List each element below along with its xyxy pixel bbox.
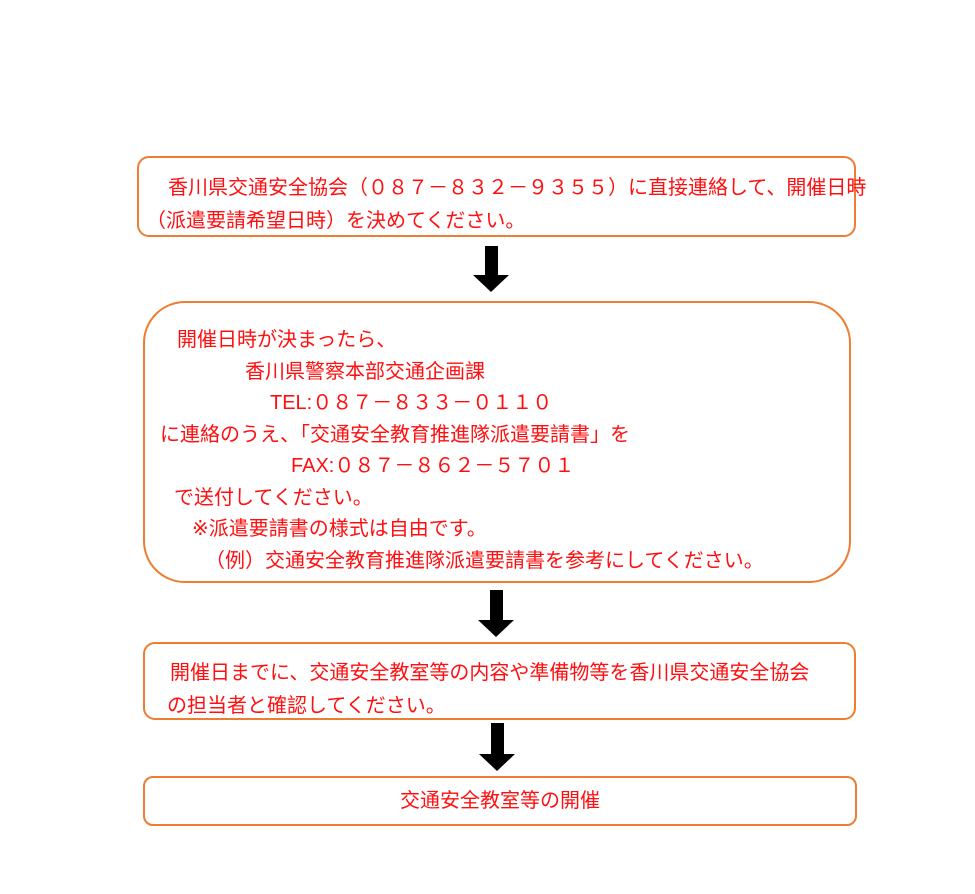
step-2-note-line: ※派遣要請書の様式は自由です。 xyxy=(192,518,487,540)
arrow-head xyxy=(473,275,509,292)
step-2-fax-line: FAX:０８７－８６２－５７０１ xyxy=(291,455,575,477)
down-arrow-icon xyxy=(479,723,515,771)
step-2-text-line: で送付してください。 xyxy=(174,486,373,509)
step-1-text-line: （派遣要請希望日時）を決めてください。 xyxy=(146,210,526,232)
step-2-example-line: （例）交通安全教育推進隊派遣要請書を参考にしてください。 xyxy=(205,549,764,572)
flow-step-4-box: 交通安全教室等の開催 xyxy=(143,776,857,826)
arrow-stem xyxy=(489,590,503,620)
flow-step-3-box: 開催日までに、交通安全教室等の内容や準備物等を香川県交通安全協会 の担当者と確認… xyxy=(143,642,856,720)
arrow-head xyxy=(479,754,515,771)
step-1-text-line: 香川県交通安全協会（０８７－８３２－９３５５）に直接連絡して、開催日時 xyxy=(168,177,867,199)
flow-step-2-box: 開催日時が決まったら、 香川県警察本部交通企画課 TEL:０８７－８３３－０１１… xyxy=(143,301,851,583)
step-4-label: 交通安全教室等の開催 xyxy=(400,790,600,812)
step-2-tel-line: TEL:０８７－８３３－０１１０ xyxy=(270,392,553,414)
down-arrow-icon xyxy=(473,246,509,292)
step-3-text-line: 開催日までに、交通安全教室等の内容や準備物等を香川県交通安全協会 xyxy=(170,662,810,684)
arrow-stem xyxy=(490,723,504,754)
down-arrow-icon xyxy=(478,590,514,637)
step-2-text-line: に連絡のうえ、「交通安全教育推進隊派遣要請書」を xyxy=(160,423,630,446)
step-2-text-line: 香川県警察本部交通企画課 xyxy=(245,360,485,383)
arrow-stem xyxy=(484,246,498,275)
step-2-text-line: 開催日時が決まったら、 xyxy=(177,329,397,351)
flow-step-1-box: 香川県交通安全協会（０８７－８３２－９３５５）に直接連絡して、開催日時 （派遣要… xyxy=(137,156,867,237)
step-3-text-line: の担当者と確認してください。 xyxy=(167,695,446,717)
arrow-head xyxy=(478,620,514,637)
